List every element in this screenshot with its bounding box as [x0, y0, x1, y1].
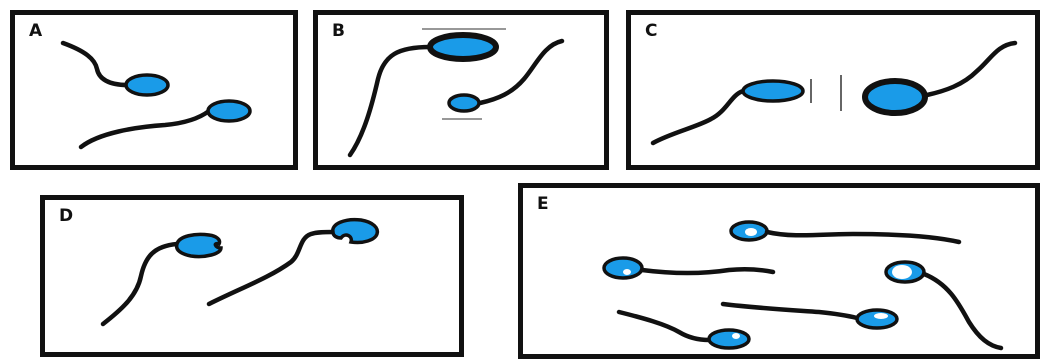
sperm-d2-head-defect [333, 220, 378, 243]
panel-b-diagram [318, 15, 604, 165]
sperm-c1-tail [653, 91, 743, 143]
sperm-d2-tail [209, 232, 333, 304]
sperm-e4-tail [723, 304, 857, 318]
sperm-b2-head [449, 95, 479, 111]
sperm-a2-head [208, 101, 250, 121]
sperm-e1-vacuole [745, 228, 757, 236]
sperm-c2-tail [927, 43, 1015, 95]
sperm-d1-head-defect [177, 234, 221, 256]
panel-e: E [518, 183, 1040, 359]
sperm-d1-tail [103, 244, 177, 324]
sperm-d2 [209, 220, 377, 304]
sperm-e4 [723, 304, 897, 328]
panel-a: A [10, 10, 298, 170]
sperm-c1-head [743, 81, 803, 101]
panel-a-diagram [15, 15, 293, 165]
sperm-e2-tail [642, 269, 773, 273]
panel-e-diagram [523, 188, 1035, 354]
sperm-e5 [619, 312, 749, 348]
sperm-e1-tail [767, 232, 959, 242]
panel-c-diagram [631, 15, 1035, 165]
sperm-d1 [103, 234, 221, 324]
sperm-b1-tail [350, 47, 430, 155]
sperm-a1 [63, 43, 168, 95]
sperm-e2-head [604, 258, 642, 278]
sperm-e3-vacuole [892, 265, 912, 279]
sperm-a1-head [126, 75, 168, 95]
sperm-c2-head [865, 81, 925, 113]
sperm-e3-tail [924, 274, 1001, 348]
sperm-e2 [604, 258, 773, 278]
sperm-e3 [886, 262, 1001, 348]
sperm-c2 [865, 43, 1015, 113]
sperm-a1-tail [63, 43, 127, 85]
sperm-e5-tail [619, 312, 709, 340]
sperm-a2 [81, 101, 250, 147]
sperm-e5-head [709, 330, 749, 348]
sperm-e4-head [857, 310, 897, 328]
sperm-b1-large [350, 35, 496, 155]
panel-c: C [626, 10, 1040, 170]
sperm-e5-vacuole [732, 333, 740, 339]
panel-d-diagram [45, 200, 459, 352]
sperm-e4-vacuole [874, 313, 888, 319]
panel-d: D [40, 195, 464, 357]
sperm-e1 [731, 222, 959, 242]
sperm-c1 [653, 81, 803, 143]
panel-b: B [313, 10, 609, 170]
sperm-b1-head [430, 35, 496, 59]
sperm-e2-vacuole [623, 269, 631, 275]
sperm-a2-tail [81, 111, 209, 147]
